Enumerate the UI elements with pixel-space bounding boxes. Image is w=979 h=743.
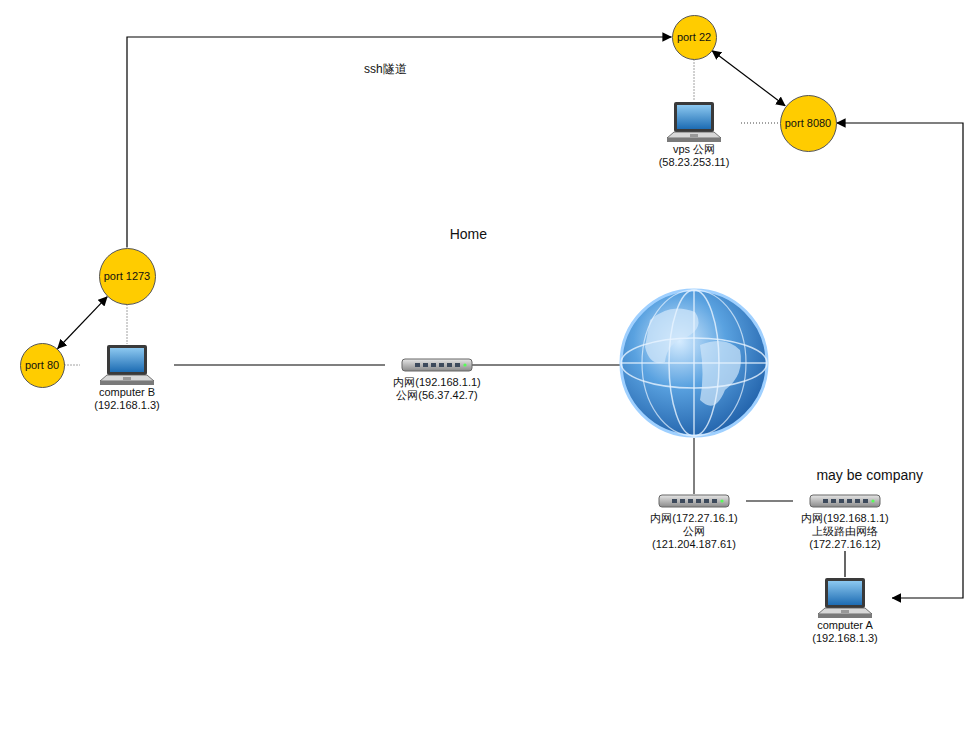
port-circle: port 8080 bbox=[780, 95, 837, 152]
device-label: computer A (192.168.1.3) bbox=[798, 619, 892, 645]
dotted-link bbox=[127, 305, 128, 345]
dotted-link bbox=[65, 365, 81, 366]
router-icon bbox=[658, 494, 730, 508]
tunnel-label: ssh隧道 bbox=[364, 61, 407, 78]
router-node: 内网(172.27.16.1) 公网(121.204.187.61) bbox=[642, 494, 746, 551]
computer-node: computer B (192.168.1.3) bbox=[80, 344, 174, 412]
router-icon bbox=[401, 358, 473, 372]
port-circle: port 1273 bbox=[99, 248, 156, 305]
laptop-icon bbox=[97, 344, 157, 386]
connector-line bbox=[746, 500, 793, 501]
connector-line bbox=[844, 551, 845, 577]
port-label: port 80 bbox=[25, 359, 59, 371]
router-node: 内网(192.168.1.1) 公网(56.37.42.7) bbox=[385, 358, 489, 402]
network-wire bbox=[472, 365, 621, 366]
computer-node: computer A (192.168.1.3) bbox=[798, 577, 892, 645]
port-circle: port 22 bbox=[672, 15, 717, 60]
connector-line bbox=[127, 37, 672, 248]
dotted-link bbox=[741, 123, 780, 124]
network-wire bbox=[694, 438, 695, 494]
network-region: Home port 1273 port 80 computer B (192.168.… bbox=[15, 224, 491, 510]
port-circle: port 80 bbox=[20, 343, 65, 388]
router-icon bbox=[809, 494, 881, 508]
computer-node: vps 公网(58.23.253.11) bbox=[647, 101, 741, 169]
device-label: vps 公网(58.23.253.11) bbox=[647, 143, 741, 169]
port-label: port 8080 bbox=[785, 117, 831, 129]
router-node: 内网(192.168.1.1) 上级路由网络(172.27.16.12) bbox=[793, 494, 897, 551]
connector-line bbox=[712, 51, 785, 106]
device-label: 内网(192.168.1.1) 上级路由网络(172.27.16.12) bbox=[793, 512, 897, 551]
laptop-icon bbox=[664, 101, 724, 143]
region-header bbox=[15, 224, 491, 244]
device-label: 内网(172.27.16.1) 公网(121.204.187.61) bbox=[642, 512, 746, 551]
device-label: 内网(192.168.1.1) 公网(56.37.42.7) bbox=[385, 376, 489, 402]
connector-line bbox=[58, 297, 108, 349]
device-label: computer B (192.168.1.3) bbox=[80, 386, 174, 412]
region-title: may be company bbox=[816, 467, 923, 483]
laptop-icon bbox=[815, 577, 875, 619]
globe-icon bbox=[621, 290, 767, 436]
dotted-link bbox=[694, 60, 695, 102]
port-label: port 1273 bbox=[104, 270, 150, 282]
region-title: Home bbox=[450, 226, 487, 242]
port-label: port 22 bbox=[677, 31, 711, 43]
network-region: may be company 内网(172.27.16.1) 公网(121.204… bbox=[572, 465, 927, 727]
connector-line bbox=[174, 364, 385, 365]
